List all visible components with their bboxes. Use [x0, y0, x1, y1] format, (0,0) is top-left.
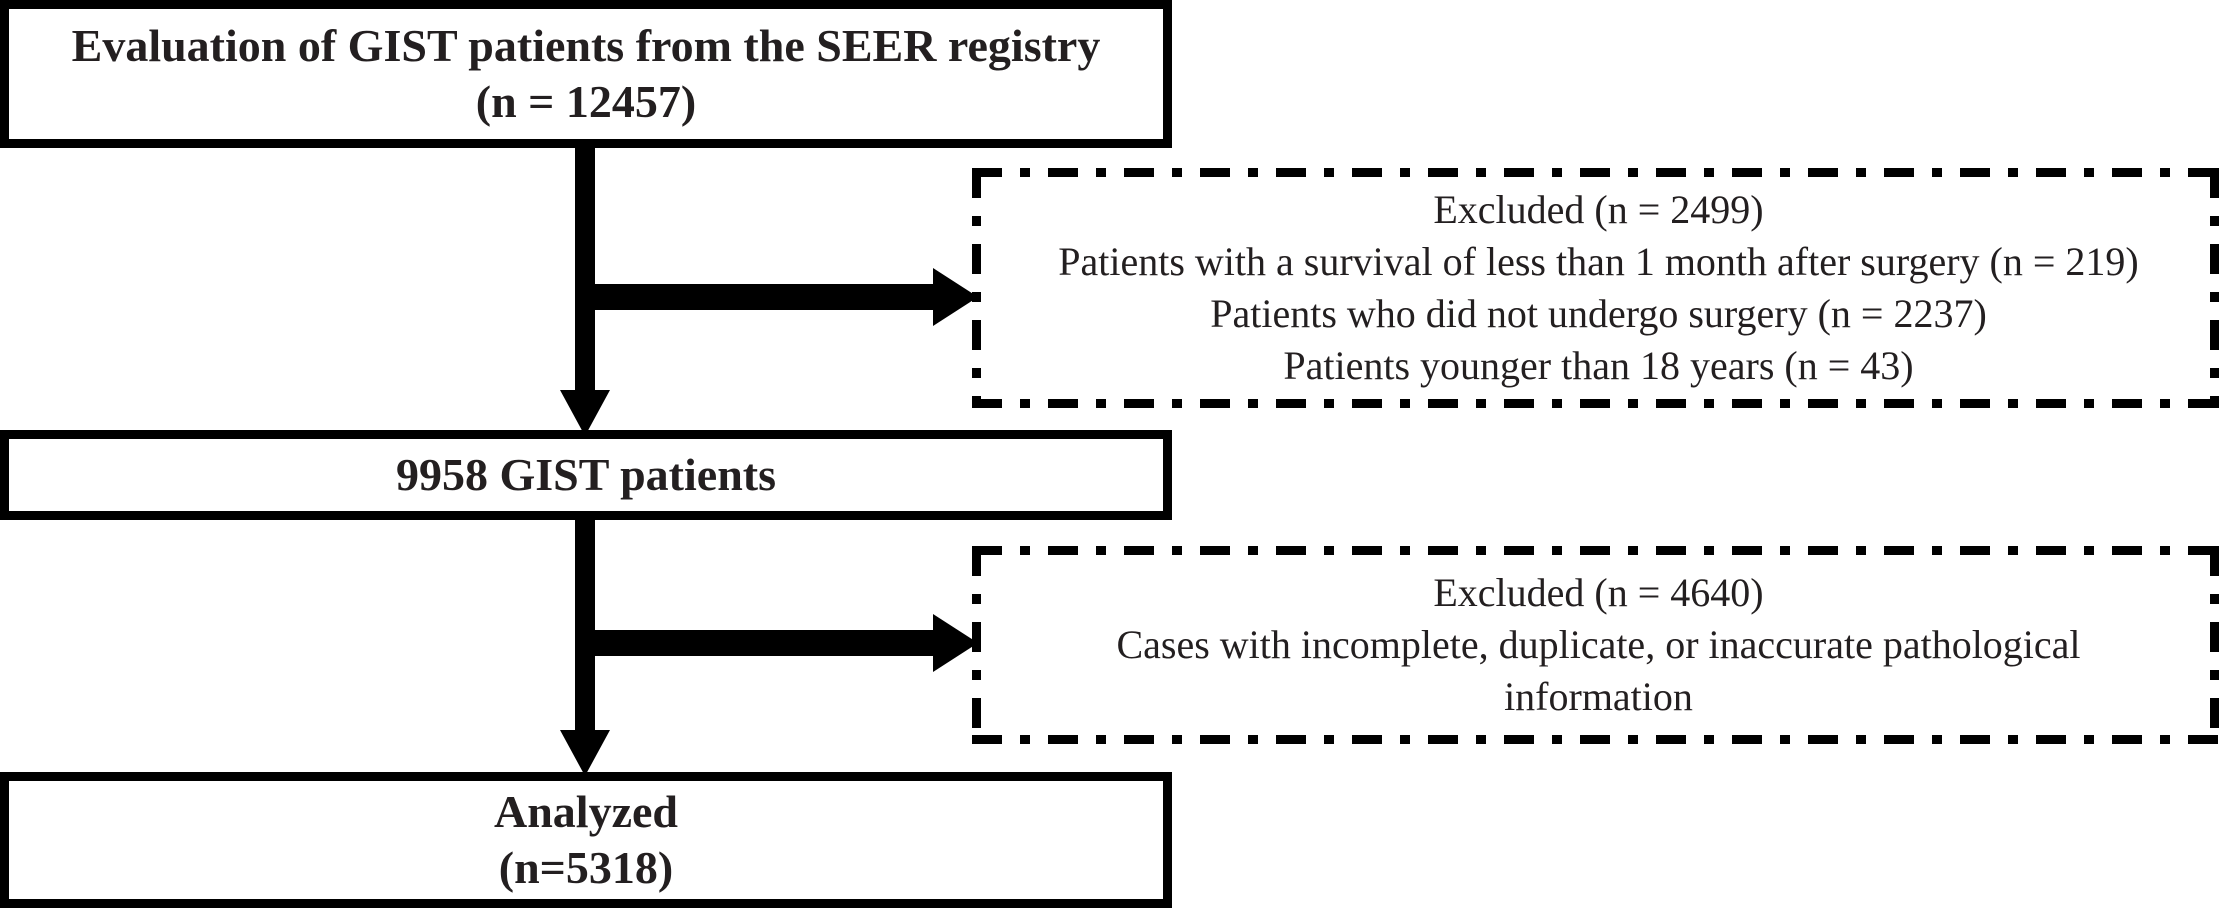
arrow-right-icon: [588, 268, 978, 326]
source-cohort-count: (n = 12457): [475, 76, 697, 127]
arrow-right-icon: [588, 614, 978, 672]
analyzed-cohort-title: Analyzed: [494, 785, 678, 837]
analyzed-cohort-count: (n=5318): [498, 842, 674, 893]
exclusion-2-line-1: Cases with incomplete, duplicate, or ina…: [1116, 622, 2081, 667]
exclusion-1-line-0: Excluded (n = 2499): [1433, 187, 1764, 232]
node-post-exclusion-cohort: 9958 GIST patients: [0, 430, 1172, 520]
exclusion-2-line-0: Excluded (n = 4640): [1433, 570, 1764, 615]
exclusion-1-line-3: Patients younger than 18 years (n = 43): [1283, 343, 1914, 388]
node-source-cohort: Evaluation of GIST patients from the SEE…: [0, 0, 1172, 148]
post-exclusion-cohort-label: 9958 GIST patients: [395, 448, 777, 500]
arrow-down-icon: [560, 140, 610, 436]
node-analyzed-cohort: Analyzed (n=5318): [0, 772, 1172, 908]
exclusion-1-line-2: Patients who did not undergo surgery (n …: [1210, 291, 1987, 336]
exclusion-2-line-2: information: [1504, 674, 1693, 719]
source-cohort-title: Evaluation of GIST patients from the SEE…: [71, 19, 1101, 71]
node-exclusion-step-1: Excluded (n = 2499) Patients with a surv…: [972, 168, 2219, 408]
arrow-down-icon: [560, 512, 610, 776]
node-exclusion-step-2: Excluded (n = 4640) Cases with incomplet…: [972, 546, 2219, 744]
exclusion-1-line-1: Patients with a survival of less than 1 …: [1058, 239, 2139, 284]
